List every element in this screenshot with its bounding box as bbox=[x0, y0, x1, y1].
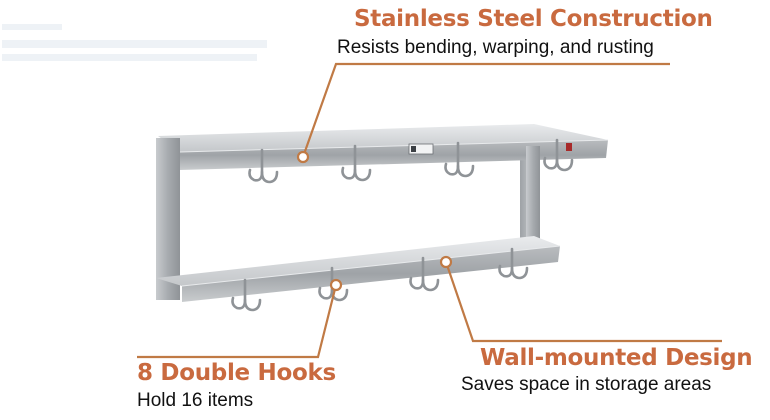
double-hook bbox=[444, 141, 475, 178]
pointer-dot-icon bbox=[439, 255, 453, 269]
leader-line-stainless bbox=[301, 62, 670, 158]
leader-line-wall bbox=[444, 261, 722, 343]
double-hook bbox=[231, 278, 262, 312]
callout-subtitle-stainless: Resists bending, warping, and rusting bbox=[337, 37, 654, 58]
top-bar-surface bbox=[158, 124, 608, 152]
brand-plate bbox=[408, 143, 434, 155]
leader-lines bbox=[137, 62, 722, 359]
double-hook bbox=[341, 144, 372, 182]
faint-background-text bbox=[2, 24, 267, 61]
top-bar-front bbox=[180, 140, 608, 170]
end-cap-marker bbox=[566, 143, 572, 151]
callout-subtitle-wall: Saves space in storage areas bbox=[461, 374, 712, 395]
callout-title-wall: Wall-mounted Design bbox=[480, 345, 753, 371]
double-hook bbox=[543, 138, 574, 172]
pointer-dot-icon bbox=[329, 278, 343, 292]
front-right-post bbox=[526, 146, 540, 256]
callout-subtitle-hooks: Hold 16 items bbox=[137, 390, 254, 411]
double-hook bbox=[409, 256, 440, 292]
callout-title-hooks: 8 Double Hooks bbox=[137, 360, 336, 386]
leader-line-hooks bbox=[137, 284, 338, 359]
bottom-hooks bbox=[231, 247, 529, 312]
top-hooks bbox=[248, 138, 574, 184]
double-hook bbox=[248, 148, 279, 184]
pointer-dot-icon bbox=[296, 150, 310, 164]
bottom-bar-front bbox=[182, 246, 560, 302]
left-post bbox=[156, 138, 180, 300]
double-hook bbox=[498, 247, 529, 280]
bottom-bar-surface bbox=[156, 236, 560, 286]
callout-title-stainless: Stainless Steel Construction bbox=[354, 6, 713, 32]
